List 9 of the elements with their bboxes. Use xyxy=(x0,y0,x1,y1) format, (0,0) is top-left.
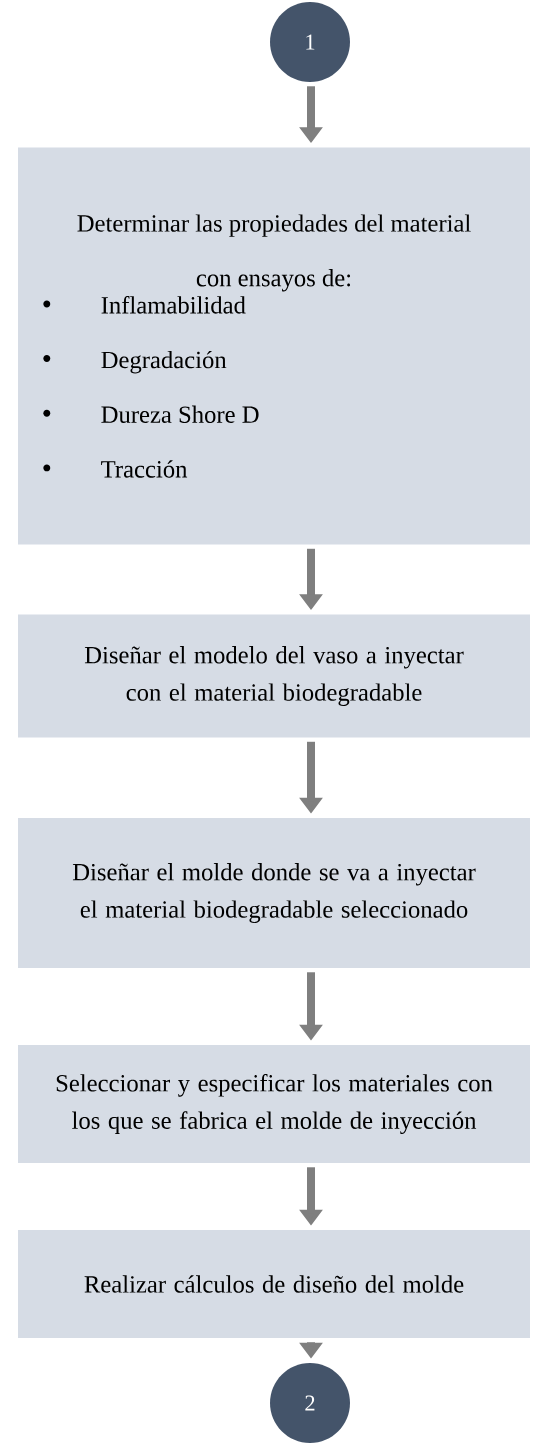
list-item: Dureza Shore D xyxy=(43,405,259,423)
process-box: Diseñar el modelo del vaso a inyectar con el material biodegradable xyxy=(18,614,530,738)
list-item: Degradación xyxy=(43,350,227,374)
process-box: Seleccionar y especificar los materiales con los que se fabrica el molde de inyección xyxy=(18,1045,530,1163)
process-box: Realizar cálculos de diseño del molde xyxy=(18,1230,530,1338)
process-box: Diseñar el molde donde se va a inyectar el material biodegradable seleccionado xyxy=(18,818,530,968)
list-item: Inflamabilidad xyxy=(43,296,246,314)
process-box: Determinar las propiedades del material con ensayos de: Inflamabilidad Degradación Dureza Shore D Tracción xyxy=(18,147,530,545)
list-item: Tracción xyxy=(43,460,188,478)
